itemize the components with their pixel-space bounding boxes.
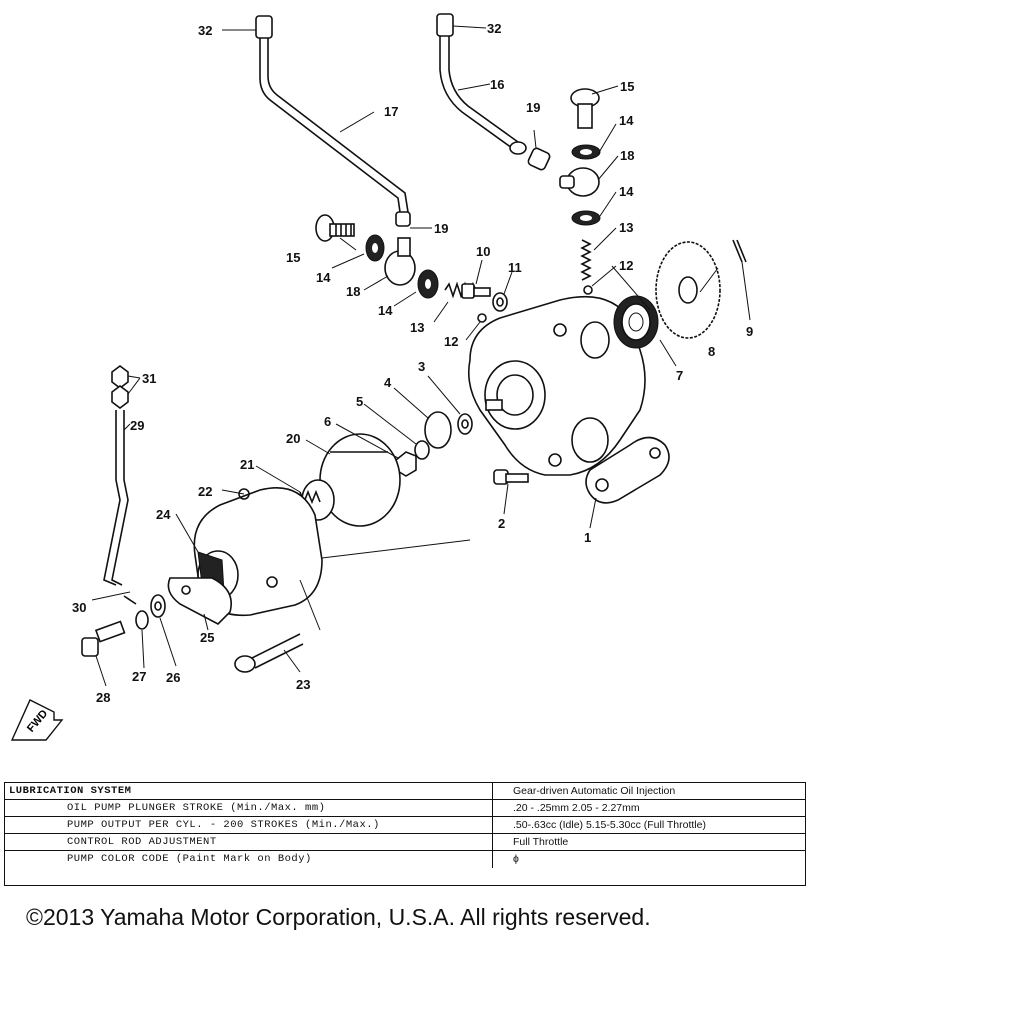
part-joint-19	[527, 147, 551, 171]
spec-table-header-row: LUBRICATION SYSTEM Gear-driven Automatic…	[5, 783, 805, 800]
part-bolt-10	[461, 283, 491, 299]
callout-25: 25	[200, 630, 214, 645]
spec-table-title: LUBRICATION SYSTEM	[5, 783, 493, 799]
part-washer-3	[457, 413, 473, 435]
callout-labels: 32 32 16 17 19 19 15 14 18 14 13 12 15 1…	[72, 21, 753, 705]
callout-14: 14	[619, 113, 634, 128]
part-ball-right-12	[583, 285, 593, 295]
spec-label: OIL PUMP PLUNGER STROKE (Min./Max. mm)	[5, 800, 493, 816]
callout-21: 21	[240, 457, 254, 472]
callout-19: 19	[526, 100, 540, 115]
callout-32: 32	[487, 21, 501, 36]
callout-9: 9	[746, 324, 753, 339]
callout-20: 20	[286, 431, 300, 446]
callout-11: 11	[508, 260, 522, 275]
callout-4: 4	[384, 375, 392, 390]
part-washer-left-14a	[365, 234, 385, 262]
callout-17: 17	[384, 104, 398, 119]
spec-value: .20 - .25mm 2.05 - 2.27mm	[513, 802, 640, 814]
callout-27: 27	[132, 669, 146, 684]
exploded-parts-diagram: 32 32 16 17 19 19 15 14 18 14 13 12 15 1…	[10, 13, 753, 741]
callout-2: 2	[498, 516, 505, 531]
callout-19: 19	[434, 221, 448, 236]
callout-13: 13	[410, 320, 424, 335]
spec-row-pump-output: PUMP OUTPUT PER CYL. - 200 STROKES (Min.…	[5, 817, 805, 834]
callout-15: 15	[620, 79, 634, 94]
spec-value: .50-.63cc (Idle) 5.15-5.30cc (Full Throt…	[513, 819, 706, 831]
callout-14: 14	[316, 270, 331, 285]
fwd-arrow-icon: FWD	[10, 699, 64, 741]
callout-12: 12	[444, 334, 458, 349]
callout-32: 32	[198, 23, 212, 38]
callout-16: 16	[490, 77, 504, 92]
callout-18: 18	[620, 148, 634, 163]
part-washer-right-14a	[571, 144, 601, 160]
part-oil-pipe-16	[436, 13, 527, 155]
spec-label: PUMP COLOR CODE (Paint Mark on Body)	[5, 851, 493, 868]
part-oil-pipe-17	[255, 15, 411, 227]
callout-31: 31	[142, 371, 156, 386]
part-screw-23	[234, 633, 304, 673]
copyright-notice: ©2013 Yamaha Motor Corporation, U.S.A. A…	[26, 904, 651, 930]
spec-table-system-type: Gear-driven Automatic Oil Injection	[513, 785, 676, 797]
callout-28: 28	[96, 690, 110, 705]
part-ball-left-12	[477, 313, 487, 323]
part-clip-30	[123, 595, 137, 605]
callout-18: 18	[346, 284, 360, 299]
callout-6: 6	[324, 414, 331, 429]
callout-1: 1	[584, 530, 591, 545]
part-pump-body	[467, 295, 646, 476]
callout-24: 24	[156, 507, 171, 522]
callout-7: 7	[676, 368, 683, 383]
lubrication-spec-table: LUBRICATION SYSTEM Gear-driven Automatic…	[4, 782, 806, 886]
part-bolt-28	[81, 620, 126, 657]
callout-26: 26	[166, 670, 180, 685]
callout-29: 29	[130, 418, 144, 433]
part-rod-29	[103, 410, 129, 586]
part-cam-20	[319, 433, 401, 527]
part-spring-right-13	[580, 239, 592, 281]
spec-row-color-code: PUMP COLOR CODE (Paint Mark on Body) ϕ	[5, 851, 805, 868]
part-plate-25	[167, 577, 232, 625]
leader-lines	[91, 25, 751, 687]
callout-3: 3	[418, 359, 425, 374]
callout-8: 8	[708, 344, 715, 359]
part-washer-26	[150, 594, 166, 618]
spec-label: PUMP OUTPUT PER CYL. - 200 STROKES (Min.…	[5, 817, 493, 833]
spec-value: Full Throttle	[513, 836, 569, 848]
callout-30: 30	[72, 600, 86, 615]
callout-22: 22	[198, 484, 212, 499]
callout-5: 5	[356, 394, 363, 409]
part-washer-left-14b	[417, 269, 439, 299]
part-washer-27	[135, 610, 149, 630]
part-banjo-left-18	[384, 237, 416, 286]
part-washer-5	[414, 440, 430, 460]
part-cover-22	[193, 486, 323, 617]
callout-13: 13	[619, 220, 633, 235]
spec-label: CONTROL ROD ADJUSTMENT	[5, 834, 493, 850]
callout-10: 10	[476, 244, 490, 259]
part-gear-8	[655, 241, 721, 339]
callout-15: 15	[286, 250, 300, 265]
spec-row-plunger-stroke: OIL PUMP PLUNGER STROKE (Min./Max. mm) .…	[5, 800, 805, 817]
part-banjo-right-18	[559, 167, 600, 197]
part-washer-11	[492, 292, 508, 312]
part-pin-9	[732, 239, 747, 263]
part-banjo-bolt-left-15	[315, 214, 355, 242]
spec-row-control-rod: CONTROL ROD ADJUSTMENT Full Throttle	[5, 834, 805, 851]
part-banjo-bolt-right-15	[570, 88, 600, 129]
part-bearing-7	[613, 295, 659, 349]
part-screw-2	[493, 469, 529, 485]
callout-14: 14	[378, 303, 393, 318]
part-gasket-1	[585, 436, 670, 504]
part-nut-31	[111, 365, 129, 409]
callout-14: 14	[619, 184, 634, 199]
part-washer-right-14b	[571, 210, 601, 226]
spec-value: ϕ	[513, 853, 519, 865]
part-plate-4	[424, 411, 452, 449]
callout-23: 23	[296, 677, 310, 692]
callout-12: 12	[619, 258, 633, 273]
